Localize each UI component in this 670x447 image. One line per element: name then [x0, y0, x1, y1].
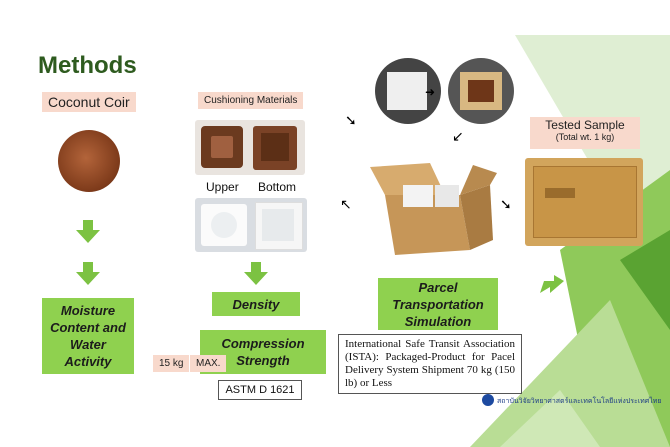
- moisture-content-box: Moisture Content and Water Activity: [42, 298, 134, 374]
- page-title: Methods: [38, 52, 137, 79]
- arrow-icon: ↖: [340, 196, 352, 212]
- cushion-photo: [195, 120, 305, 175]
- coconut-coir-label: Coconut Coir: [42, 92, 136, 112]
- institute-logo-icon: [482, 394, 494, 406]
- tested-sample-label: Tested Sample: [545, 118, 625, 132]
- foam-photo: [195, 198, 307, 252]
- moisture-line: Activity: [64, 354, 112, 369]
- left-down-arrow-icon: [540, 275, 564, 293]
- open-box-illustration: [370, 163, 497, 255]
- tested-sample-photo: [525, 158, 643, 246]
- parcel-line: Simulation: [404, 313, 472, 329]
- astm-standard-label: ASTM D 1621: [218, 380, 302, 400]
- down-arrow-icon: [76, 262, 100, 285]
- arrow-icon: ↙: [452, 128, 464, 144]
- ista-standard-text: International Safe Transit Association (…: [338, 334, 522, 394]
- moisture-line: Content and: [50, 320, 126, 335]
- coconut-coir-photo: [58, 130, 120, 192]
- density-box: Density: [212, 292, 300, 316]
- moisture-line: Water: [70, 337, 106, 352]
- compression-strength-box: Compression Strength: [200, 330, 326, 374]
- box-filled-photo: [448, 58, 514, 124]
- tested-sample-label-box: Tested Sample (Total wt. 1 kg): [530, 117, 640, 149]
- down-arrow-icon: [244, 262, 268, 285]
- moisture-line: Moisture: [60, 303, 116, 318]
- arrow-icon: ➘: [345, 112, 357, 128]
- box-top-photo: [375, 58, 441, 124]
- footer-text: สถาบันวิจัยวิทยาศาสตร์และเทคโนโลยีแห่งปร…: [497, 398, 662, 405]
- max-label: MAX.: [190, 355, 227, 372]
- compression-line: Strength: [236, 353, 290, 368]
- parcel-line: Transportation: [392, 296, 484, 312]
- compression-line: Compression: [221, 336, 305, 351]
- arrow-icon: ➜: [425, 85, 436, 99]
- cushioning-materials-label: Cushioning Materials: [198, 92, 304, 109]
- arrow-icon: ➘: [500, 196, 512, 212]
- down-arrow-icon: [76, 220, 100, 243]
- parcel-line: Parcel: [418, 279, 458, 295]
- load-label: 15 kg: [153, 355, 190, 372]
- parcel-simulation-box: Parcel Transportation Simulation: [378, 278, 498, 330]
- tested-sample-weight: (Total wt. 1 kg): [555, 132, 615, 142]
- upper-label: Upper: [206, 180, 239, 194]
- bottom-label: Bottom: [258, 180, 297, 194]
